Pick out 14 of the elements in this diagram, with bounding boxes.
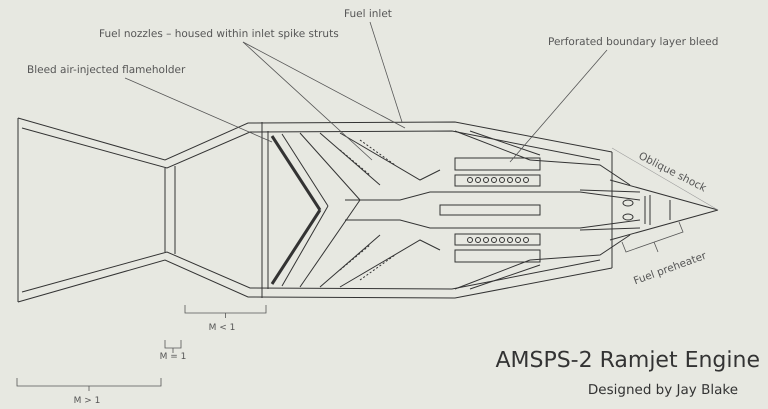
callout-label: Fuel nozzles – housed within inlet spike struts xyxy=(99,28,339,41)
callout-label: Perforated boundary layer bleed xyxy=(548,36,718,49)
leader-line xyxy=(242,42,406,128)
mach-label: M > 1 xyxy=(74,396,100,406)
callout-label: Fuel inlet xyxy=(344,8,392,21)
mach-label: M < 1 xyxy=(208,323,236,333)
leader-line xyxy=(370,22,402,122)
caption: Designed by Jay Blake xyxy=(588,382,738,398)
title: AMSPS-2 Ramjet Engine xyxy=(495,348,760,373)
callout-label: Bleed air-injected flameholder xyxy=(27,64,186,77)
leader-line xyxy=(242,42,372,160)
leader-line xyxy=(510,50,608,162)
mach-label: M = 1 xyxy=(160,352,186,362)
leader-line xyxy=(124,78,272,142)
